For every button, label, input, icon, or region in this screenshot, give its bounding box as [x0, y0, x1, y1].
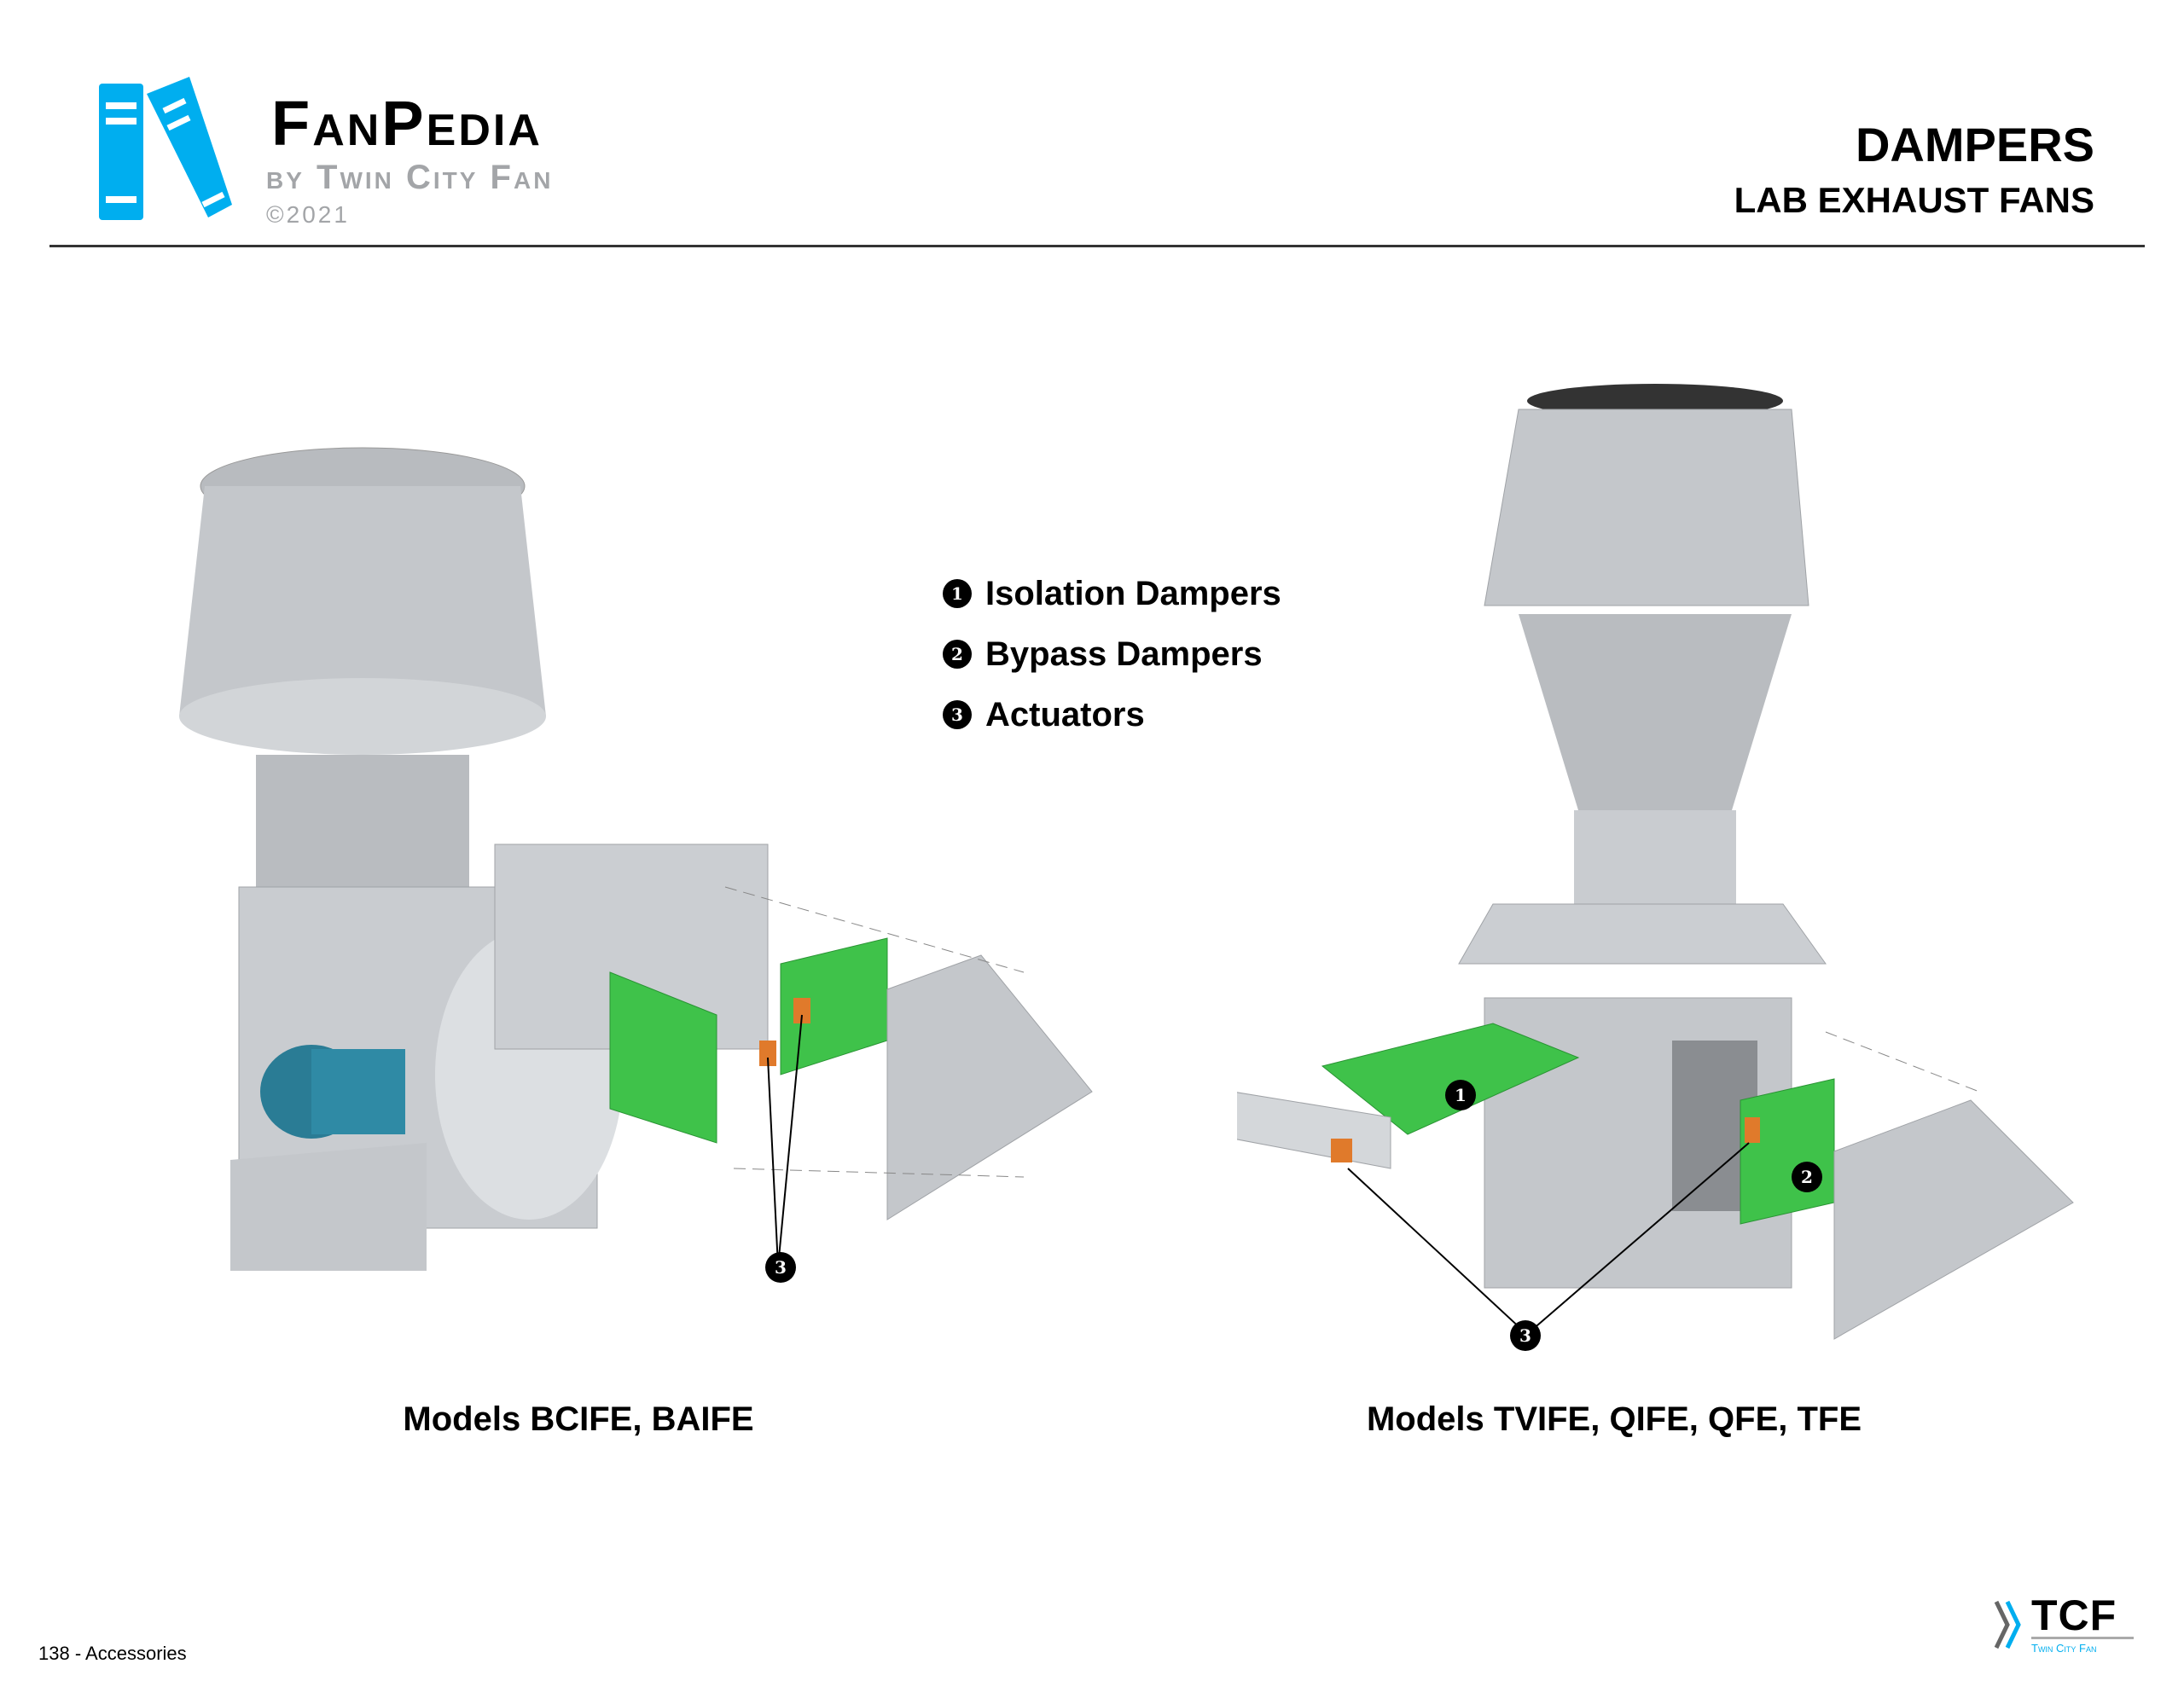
callout-isolation-damper: 1 [1445, 1080, 1476, 1110]
figure-caption-left: Models BCIFE, BAIFE [403, 1400, 754, 1438]
callout-actuator: 3 [1510, 1320, 1541, 1351]
tvife-fan-illustration [1237, 384, 2074, 1340]
chevron-logo-icon [1994, 1600, 2021, 1649]
legend-label: Actuators [985, 696, 1145, 733]
page-number-label: 138 - Accessories [38, 1643, 187, 1664]
figure-caption-right: Models TVIFE, QIFE, QFE, TFE [1366, 1400, 1862, 1438]
tcf-logo-subtext: Twin City Fan [2031, 1642, 2097, 1655]
legend-item-isolation: 1 Isolation Dampers [943, 577, 1281, 611]
number-badge: 1 [943, 579, 972, 608]
page-subtitle: LAB EXHAUST FANS [1734, 180, 2094, 220]
number-badge: 3 [943, 700, 972, 729]
fanpedia-books-logo-icon [99, 77, 232, 220]
header-divider [49, 245, 2145, 247]
legend-item-bypass: 2 Bypass Dampers [943, 637, 1263, 671]
legend-label: Isolation Dampers [985, 575, 1281, 612]
legend-item-actuators: 3 Actuators [943, 698, 1145, 732]
legend-label: Bypass Dampers [985, 635, 1263, 673]
logo-divider [2031, 1637, 2134, 1639]
page-title: DAMPERS [1855, 118, 2094, 171]
tcf-logo-text: TCF [2031, 1591, 2117, 1639]
bcife-fan-illustration [179, 447, 1093, 1271]
brand-tagline: by Twin City Fan [266, 159, 554, 196]
callout-actuator: 3 [765, 1252, 796, 1283]
number-badge: 2 [943, 640, 972, 669]
brand-name: FanPedia [271, 88, 543, 159]
callout-bypass-damper: 2 [1792, 1162, 1822, 1192]
brand-copyright: ©2021 [266, 201, 350, 228]
